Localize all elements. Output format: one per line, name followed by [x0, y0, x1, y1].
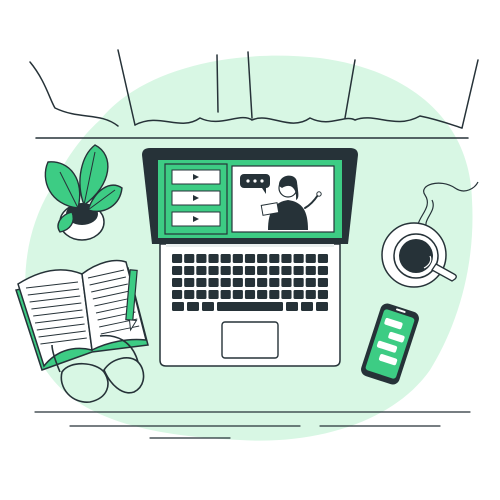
- keyboard-key: [269, 290, 280, 299]
- play-icon: [193, 174, 199, 180]
- keyboard-key: [232, 290, 243, 299]
- keyboard-key: [244, 278, 256, 287]
- keyboard-key: [202, 302, 214, 311]
- laptop: [142, 148, 358, 367]
- chat-bubble: [376, 340, 398, 353]
- play-icon: [193, 216, 199, 222]
- keyboard-key: [281, 290, 292, 299]
- laptop-touchpad: [221, 321, 279, 359]
- coffee-cup: [381, 181, 479, 288]
- keyboard-key: [172, 254, 183, 263]
- keyboard-key: [232, 254, 243, 263]
- keyboard-key: [184, 278, 195, 287]
- keyboard-key: [172, 290, 183, 299]
- keyboard-key: [317, 254, 328, 263]
- keyboard-key: [293, 278, 304, 287]
- keyboard-key: [208, 278, 219, 287]
- keyboard-key: [305, 278, 316, 287]
- plant-leaf: [44, 161, 81, 209]
- keyboard-key: [220, 254, 231, 263]
- chat-bubble: [378, 354, 398, 366]
- keyboard-key: [184, 254, 195, 263]
- keyboard-key: [184, 266, 195, 275]
- keyboard-key: [196, 290, 207, 299]
- keyboard-key: [196, 254, 207, 263]
- smartphone: [361, 303, 419, 385]
- video-list-item: [171, 190, 221, 206]
- keyboard-key: [172, 302, 184, 311]
- keyboard-key: [196, 266, 207, 275]
- keyboard-key: [220, 266, 231, 275]
- window-curtains: [29, 49, 479, 139]
- video-list-item: [171, 169, 221, 185]
- potted-plant: [44, 144, 123, 241]
- keyboard-key: [257, 254, 268, 263]
- notebook-text-lines: [25, 269, 140, 345]
- keyboard-key: [293, 254, 304, 263]
- keyboard-key: [269, 254, 280, 263]
- instructor-figure: [260, 175, 322, 230]
- keyboard-key: [305, 254, 316, 263]
- keyboard-key: [184, 290, 195, 299]
- keyboard-key: [317, 266, 328, 275]
- keyboard-key: [232, 278, 243, 287]
- desk-lines: [34, 411, 471, 439]
- keyboard-spacebar: [217, 302, 283, 311]
- play-icon: [193, 195, 199, 201]
- keyboard-key: [269, 266, 280, 275]
- keyboard-key: [220, 290, 231, 299]
- keyboard-key: [305, 290, 316, 299]
- keyboard-key: [286, 302, 298, 311]
- laptop-keyboard: [172, 254, 328, 311]
- keyboard-key: [317, 290, 328, 299]
- keyboard-key: [317, 278, 328, 287]
- speech-bubble: [240, 174, 270, 194]
- keyboard-key: [293, 290, 304, 299]
- keyboard-key: [281, 254, 292, 263]
- keyboard-key: [232, 266, 243, 275]
- keyboard-key: [220, 278, 231, 287]
- keyboard-key: [281, 266, 292, 275]
- keyboard-key: [244, 290, 256, 299]
- keyboard-key: [172, 278, 183, 287]
- keyboard-key: [172, 266, 183, 275]
- video-list: [171, 169, 221, 227]
- keyboard-key: [257, 278, 268, 287]
- plant-leaf: [87, 184, 123, 212]
- phone-chat-messages: [376, 317, 405, 366]
- keyboard-key: [244, 254, 256, 263]
- keyboard-key: [305, 266, 316, 275]
- chat-bubble: [384, 317, 403, 330]
- keyboard-key: [257, 266, 268, 275]
- keyboard-key: [196, 278, 207, 287]
- plant-leaf: [57, 211, 74, 233]
- chat-bubble: [388, 331, 405, 343]
- keyboard-key: [316, 302, 328, 311]
- keyboard-key: [281, 278, 292, 287]
- coffee: [399, 239, 433, 273]
- keyboard-key: [208, 266, 219, 275]
- keyboard-key: [208, 290, 219, 299]
- keyboard-key: [269, 278, 280, 287]
- keyboard-key: [257, 290, 268, 299]
- keyboard-key: [208, 254, 219, 263]
- open-notebook: [15, 259, 149, 371]
- eyeglasses: [51, 334, 145, 403]
- keyboard-key: [301, 302, 313, 311]
- keyboard-key: [293, 266, 304, 275]
- video-list-item: [171, 211, 221, 227]
- keyboard-key: [244, 266, 256, 275]
- pencil: [125, 269, 138, 332]
- keyboard-key: [187, 302, 199, 311]
